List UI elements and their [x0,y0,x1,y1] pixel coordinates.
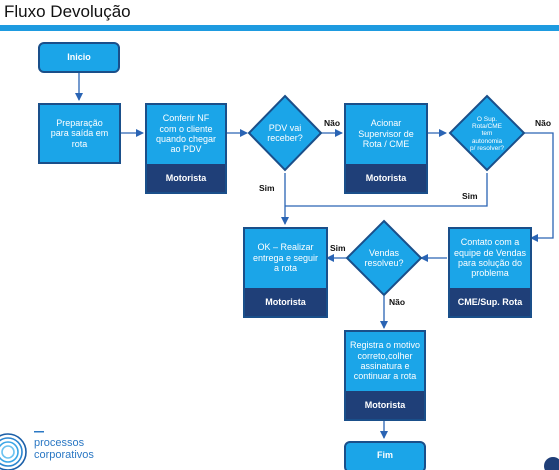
logo-text-processos: processos [34,437,85,449]
edge-sup-sim [285,173,488,207]
edge-label-pdv-nao: Não [324,118,341,128]
logo-dash [34,431,44,433]
role-band-acionar [346,164,426,192]
corner-badge [544,457,559,470]
node-sup-label: O Sup. Rota/CME tem autonomia p/ resolve… [470,116,504,152]
node-contato-role: CME/Sup. Rota [457,296,523,307]
page-title: Fluxo Devolução [4,2,131,21]
node-preparacao-label: Preparação para saída em rota [50,117,109,149]
node-ok-role: Motorista [265,296,306,307]
node-preparacao [38,103,121,164]
node-inicio [38,42,120,73]
role-band-conferir [147,164,225,192]
role-band-ok [245,288,326,316]
title-underline [0,25,559,31]
role-band-registra [346,391,424,419]
edge-label-pdv-sim: Sim [259,183,275,193]
edge-label-sup-nao: Não [535,118,552,128]
node-acionar-role: Motorista [365,172,407,183]
node-registra-label: Registra o motivo correto,colher assinat… [349,340,421,382]
node-pdv-decision [247,94,323,172]
node-ok-label: OK – Realizar entrega e seguir a rota [252,242,319,274]
edge-label-vendas-nao: Não [389,297,406,307]
logo-text-corporativos: corporativos [34,449,94,461]
node-conferir-role: Motorista [165,172,207,183]
edge-label-vendas-sim: Sim [330,243,346,253]
role-band-contato [450,288,530,316]
edge-sup-contato [524,132,554,242]
node-vendas-label: Vendas resolveu? [364,247,404,268]
node-acionar-label: Acionar Supervisor de Rota / CME [358,118,414,150]
node-fim-label: Fim [376,449,393,460]
node-contato-label: Contato com a equipe de Vendas para solu… [453,237,527,279]
node-fim [344,441,426,470]
logo-mark [0,433,27,470]
node-sup-decision [448,94,526,172]
node-conferir-label: Conferir NF com o cliente quando chegar … [155,113,217,155]
edge-label-sup-sim: Sim [462,191,478,201]
node-pdv-label: PDV vai receber? [267,122,303,143]
node-registra-role: Motorista [364,399,406,410]
node-vendas-decision [345,219,423,297]
node-inicio-label: Inicio [67,52,91,63]
